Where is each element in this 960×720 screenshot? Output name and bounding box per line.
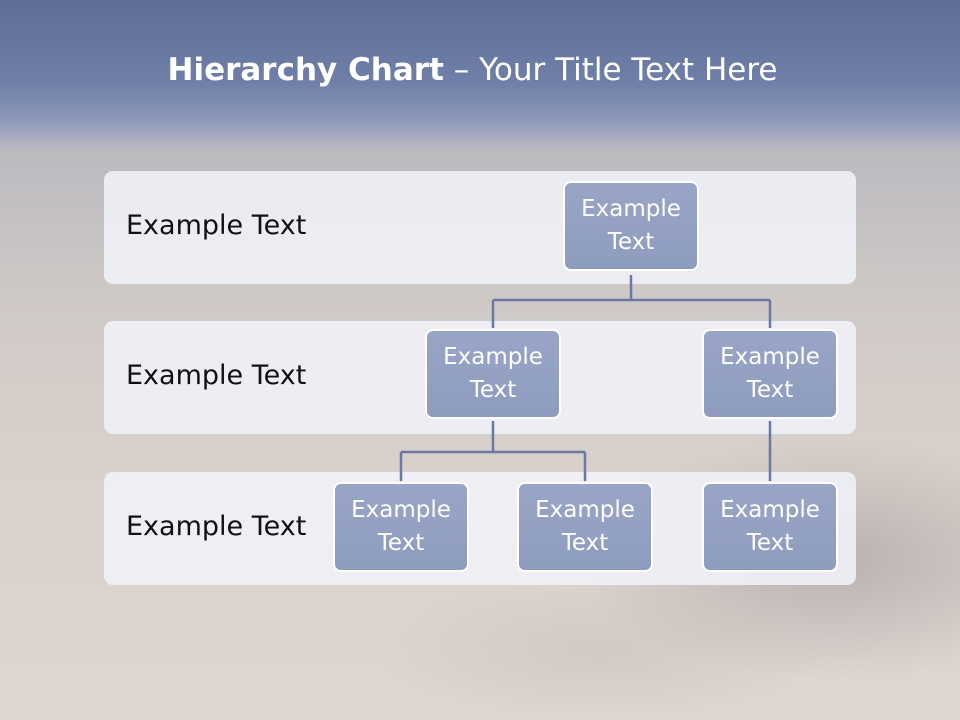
node-mid-left-text: Example Text: [443, 344, 543, 403]
node-leaf-2-text: Example Text: [535, 497, 635, 556]
node-mid-left[interactable]: Example Text: [425, 329, 561, 419]
level-label-3: Example Text: [126, 511, 307, 542]
node-root[interactable]: Example Text: [563, 181, 699, 271]
node-leaf-2[interactable]: Example Text: [517, 482, 653, 572]
node-leaf-1[interactable]: Example Text: [333, 482, 469, 572]
node-leaf-3[interactable]: Example Text: [702, 482, 838, 572]
title-band: [0, 0, 960, 150]
level-label-1: Example Text: [126, 210, 307, 241]
node-root-text: Example Text: [581, 196, 681, 255]
level-band-1: [104, 171, 856, 284]
slide-title: Hierarchy Chart – Your Title Text Here: [0, 52, 945, 88]
connector-root-to-children: [491, 275, 772, 328]
level-label-2: Example Text: [126, 360, 307, 391]
connector-midleft-to-children: [399, 421, 587, 481]
title-rest: – Your Title Text Here: [443, 52, 778, 88]
title-bold: Hierarchy Chart: [167, 52, 444, 88]
node-leaf-3-text: Example Text: [720, 497, 820, 556]
node-mid-right[interactable]: Example Text: [702, 329, 838, 419]
node-mid-right-text: Example Text: [720, 344, 820, 403]
node-leaf-1-text: Example Text: [351, 497, 451, 556]
